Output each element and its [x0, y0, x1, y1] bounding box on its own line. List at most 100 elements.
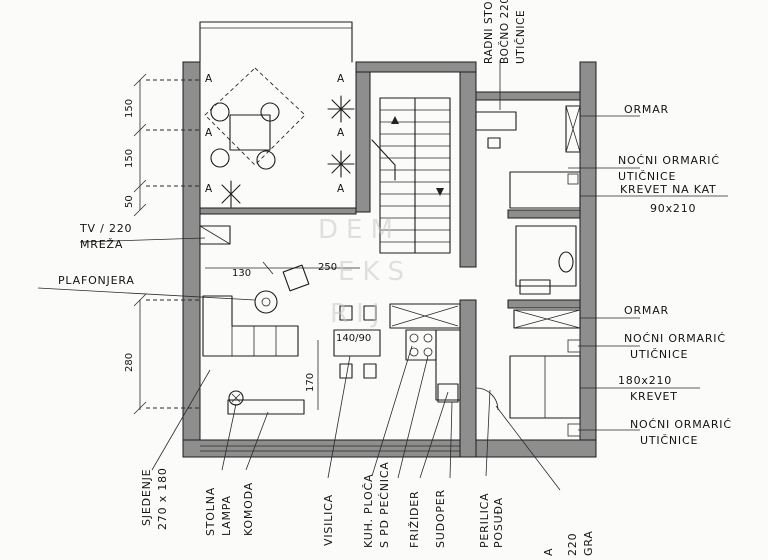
label-uticnice-1: UTIČNICE	[618, 170, 676, 183]
door-swing	[475, 387, 499, 411]
washbasin	[519, 279, 551, 295]
balcony-outline	[199, 21, 353, 63]
sink	[437, 383, 459, 403]
wall-right	[579, 61, 597, 458]
marker-a: A	[205, 127, 213, 139]
watermark-line-2: EKS	[338, 257, 412, 287]
outdoor-table	[229, 114, 271, 151]
chair-icon	[260, 102, 280, 122]
sofa	[202, 295, 299, 357]
dining-table	[333, 329, 381, 357]
label-tv: TV / 220	[79, 222, 132, 235]
dim-table: 140/90	[336, 333, 371, 344]
marker-a: A	[205, 183, 213, 195]
label-mreza: MREŽA	[80, 238, 123, 251]
label-frizider: FRIŽIDER	[408, 491, 421, 548]
bathroom	[515, 225, 577, 287]
stair-arrow-down-icon	[436, 188, 444, 196]
label-size-90: 90x210	[650, 202, 696, 215]
wall-partition-3	[507, 299, 581, 309]
label-ormar-top: ORMAR	[624, 103, 669, 116]
label-nocni-2: NOĆNI ORMARIĆ	[624, 332, 726, 345]
toilet-icon	[558, 251, 574, 273]
balcony-furniture: A A A A A A	[204, 67, 355, 208]
wall-bottom	[182, 439, 479, 458]
chair-icon	[256, 150, 276, 170]
counter-right	[435, 329, 461, 401]
wall-partition-4	[199, 207, 357, 215]
label-nocni-3: NOĆNI ORMARIĆ	[630, 418, 732, 431]
label-size-180: 180x210	[618, 374, 672, 387]
dining-chair	[339, 363, 353, 379]
dining-chair	[339, 305, 353, 321]
chair-icon	[210, 102, 230, 122]
label-kuhploca: KUH. PLOČA	[362, 474, 375, 548]
dim-150a: 150	[124, 99, 135, 118]
desk	[475, 111, 517, 131]
staircase	[371, 97, 451, 254]
label-bot-gra: GRA	[582, 530, 595, 556]
dimension-left: 150 150 50	[124, 73, 200, 217]
wall-partition-2	[507, 209, 581, 219]
label-nocni-1: NOĆNI ORMARIĆ	[618, 154, 720, 167]
dim-250: 250	[318, 262, 337, 273]
dim-130: 130	[232, 268, 251, 279]
wardrobe-top	[565, 105, 581, 153]
top-annotations: RADNI STOL BOČNO 220 UTIČNICE	[483, 0, 527, 110]
wall-stair-left	[355, 61, 371, 213]
plafonjera-leader	[37, 287, 256, 301]
dimension-280: 280	[124, 293, 200, 415]
label-plafonjera: PLAFONJERA	[58, 274, 135, 287]
chair-icon	[210, 148, 230, 168]
plant-icon	[327, 95, 355, 123]
stair-arrow	[371, 139, 396, 181]
wardrobe-mid	[513, 309, 581, 329]
tv-leader	[79, 237, 206, 243]
marker-a: A	[337, 127, 345, 139]
label-bot-220: 220	[566, 533, 579, 556]
tv-unit	[199, 225, 231, 245]
bottom-leaders	[151, 345, 561, 491]
cooktop	[405, 329, 437, 361]
label-uticnice-3: UTIČNICE	[640, 434, 698, 447]
label-sjedenje-size: 270 x 180	[156, 467, 169, 530]
bunk-bed	[509, 171, 581, 209]
plant-icon	[221, 180, 241, 208]
bottom-annotations: SJEDENJE 270 x 180 STOLNA LAMPA KOMODA V…	[140, 461, 595, 556]
dresser	[227, 399, 305, 415]
label-sjedenje: SJEDENJE	[140, 469, 153, 526]
marker-a: A	[337, 183, 345, 195]
stair-arrow-up-icon	[391, 116, 399, 124]
wall-stair-top	[355, 61, 477, 73]
watermark: DEM EKS RIJ	[318, 215, 412, 329]
plant-icon	[327, 150, 355, 178]
label-krevet-na-kat: KREVET NA KAT	[620, 183, 717, 196]
label-sudjer: SUDOPER	[434, 489, 447, 548]
marker-a: A	[205, 73, 213, 85]
label-posudja: POSUĐA	[492, 497, 505, 548]
label-top-3: UTIČNICE	[514, 10, 527, 64]
label-krevet: KREVET	[630, 390, 678, 403]
label-ormar-mid: ORMAR	[624, 304, 669, 317]
rug-outline	[204, 67, 306, 166]
dining-chair	[363, 305, 377, 321]
armchair	[282, 264, 310, 292]
dim-170: 170	[305, 373, 316, 392]
right-annotations: ORMAR NOĆNI ORMARIĆ UTIČNICE KREVET NA K…	[568, 103, 732, 447]
label-visilica: VISILICA	[322, 494, 335, 546]
wall-mid-lower	[459, 299, 477, 458]
dim-50: 50	[124, 195, 135, 208]
wall-stair-right	[459, 61, 477, 268]
label-bot-a: A	[542, 548, 555, 556]
wall-partition-1	[475, 91, 581, 101]
label-lampa: LAMPA	[220, 495, 233, 536]
watermark-line-3: RIJ	[330, 299, 387, 329]
dim-280: 280	[124, 353, 135, 372]
label-top-2: BOČNO 220	[498, 0, 511, 64]
watermark-line-1: DEM	[318, 215, 401, 245]
dim-150b: 150	[124, 149, 135, 168]
kitchen-counter	[389, 303, 461, 403]
label-spd: S PD PEĆNICA	[378, 461, 391, 548]
label-perilica: PERILICA	[478, 493, 491, 548]
